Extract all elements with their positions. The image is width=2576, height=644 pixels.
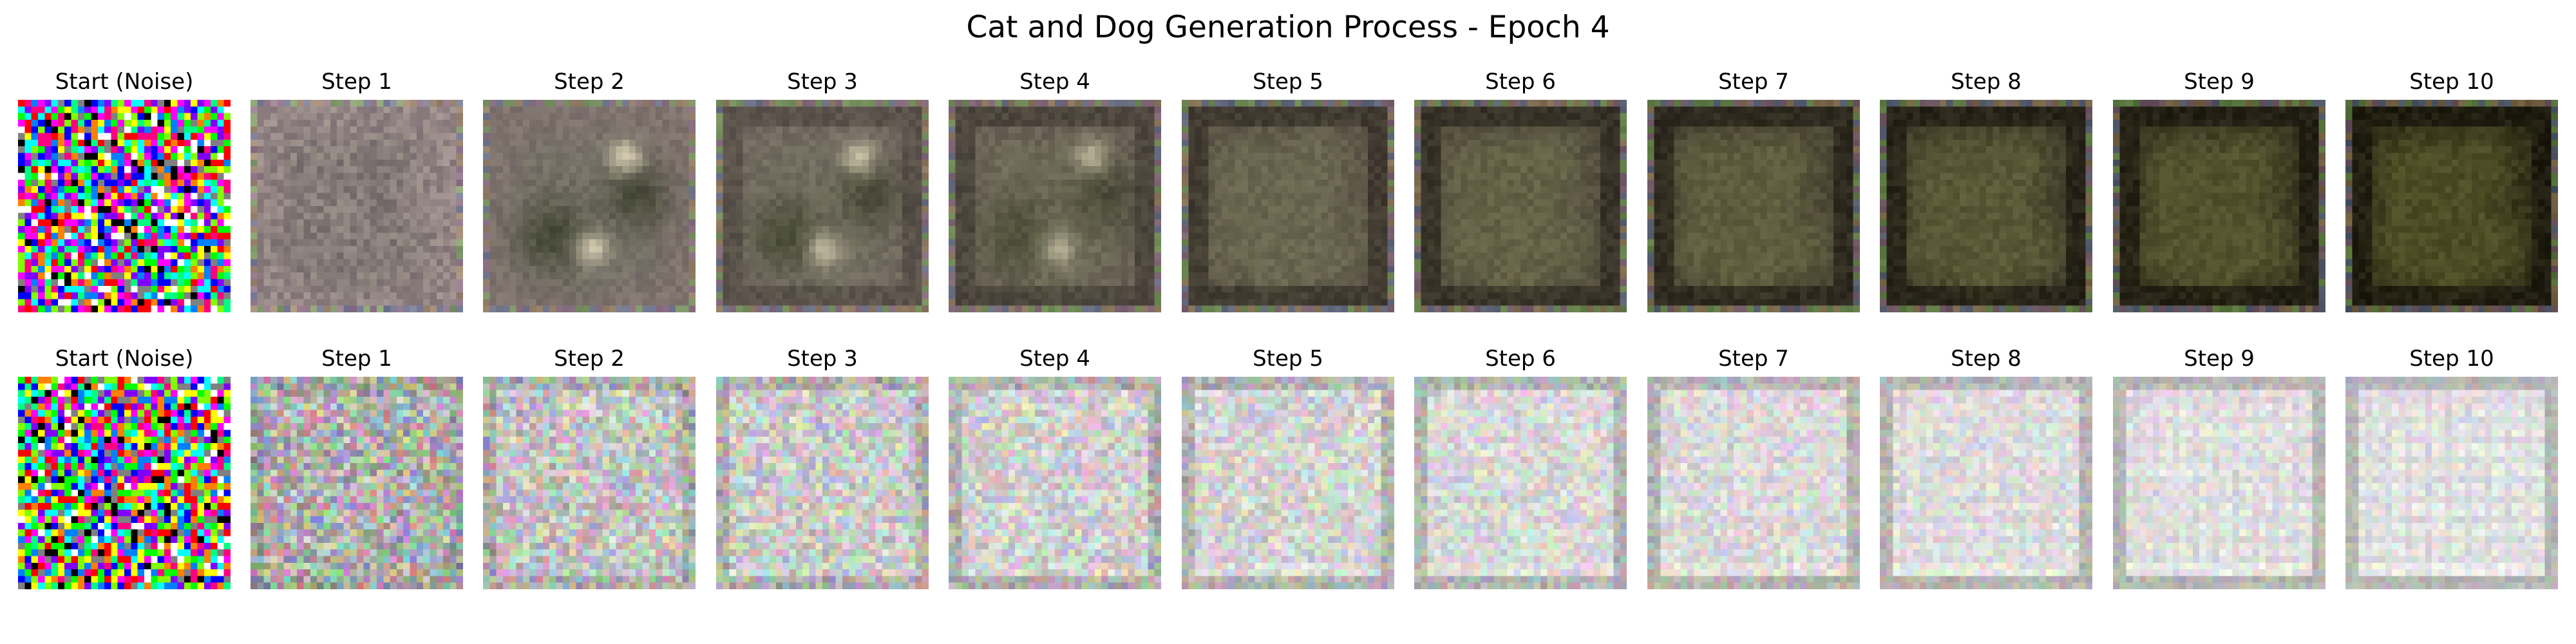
panel-title: Step 6 xyxy=(1485,346,1556,372)
panel-title: Step 8 xyxy=(1951,346,2022,372)
generated-image xyxy=(949,100,1161,312)
panel-title: Step 2 xyxy=(554,346,625,372)
generated-image xyxy=(2345,377,2558,589)
generated-image xyxy=(716,377,929,589)
panel-title: Step 10 xyxy=(2409,69,2494,95)
generated-image xyxy=(1182,377,1394,589)
generated-image xyxy=(1880,100,2092,312)
generated-image xyxy=(949,377,1161,589)
panel-title: Step 9 xyxy=(2184,69,2255,95)
panel-title: Step 4 xyxy=(1019,69,1090,95)
generated-image xyxy=(2345,100,2558,312)
generated-image xyxy=(2113,100,2325,312)
generated-image xyxy=(2113,377,2325,589)
generated-image xyxy=(1647,100,1860,312)
panel-title: Step 1 xyxy=(321,69,392,95)
generated-image xyxy=(251,377,463,589)
generated-image xyxy=(1880,377,2092,589)
noise-image xyxy=(18,100,231,312)
panel-title: Step 9 xyxy=(2184,346,2255,372)
panel-title: Step 3 xyxy=(787,346,858,372)
panel-title: Step 7 xyxy=(1718,346,1789,372)
panel-title: Step 1 xyxy=(321,346,392,372)
generated-image xyxy=(1182,100,1394,312)
generated-image xyxy=(1647,377,1860,589)
figure-title: Cat and Dog Generation Process - Epoch 4 xyxy=(966,10,1610,45)
panel-title: Step 5 xyxy=(1253,69,1323,95)
generated-image xyxy=(716,100,929,312)
generated-image xyxy=(1414,377,1627,589)
panel-title: Start (Noise) xyxy=(55,346,194,372)
panel-title: Step 2 xyxy=(554,69,625,95)
generated-image xyxy=(483,100,696,312)
panel-title: Start (Noise) xyxy=(55,69,194,95)
panel-title: Step 6 xyxy=(1485,69,1556,95)
panel-title: Step 3 xyxy=(787,69,858,95)
noise-image xyxy=(18,377,231,589)
generated-image xyxy=(1414,100,1627,312)
generated-image xyxy=(483,377,696,589)
panel-title: Step 10 xyxy=(2409,346,2494,372)
panel-title: Step 8 xyxy=(1951,69,2022,95)
panel-title: Step 4 xyxy=(1019,346,1090,372)
panel-title: Step 5 xyxy=(1253,346,1323,372)
panel-title: Step 7 xyxy=(1718,69,1789,95)
generated-image xyxy=(251,100,463,312)
